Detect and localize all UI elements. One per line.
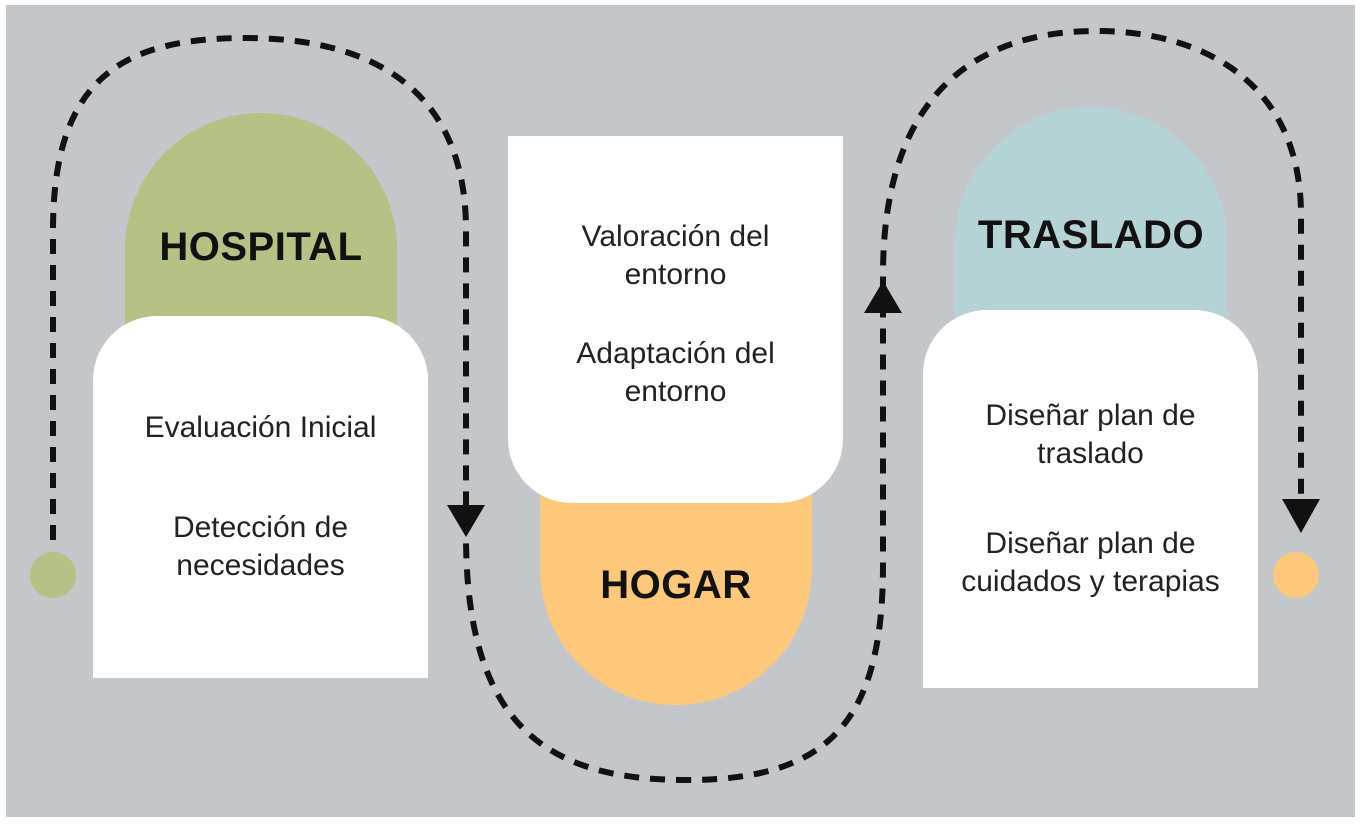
hogar-card: Valoración del entorno Adaptación del en… (508, 136, 843, 503)
arrow-down-icon (1282, 499, 1320, 533)
hogar-item-1: Valoración del entorno (581, 219, 770, 291)
end-marker (1273, 552, 1319, 598)
start-marker (30, 552, 76, 598)
traslado-item-1: Diseñar plan de traslado (985, 399, 1196, 471)
flow-line (50, 27, 1304, 784)
flow-path (30, 27, 1320, 784)
hogar-title: HOGAR (600, 563, 752, 607)
traslado-title: TRASLADO (977, 213, 1205, 257)
hogar-item-2: Adaptación del entorno (576, 337, 775, 409)
traslado-card: Diseñar plan de traslado Diseñar plan de… (923, 310, 1258, 688)
hospital-item-1: Evaluación Inicial (144, 410, 377, 444)
hospital-item-2: Detección de necesidades (172, 511, 349, 583)
arrow-down-icon (447, 505, 485, 537)
arrow-up-icon (864, 281, 902, 313)
hospital-title: HOSPITAL (159, 225, 363, 269)
hospital-cap: HOSPITAL (125, 113, 397, 348)
traslado-cap: TRASLADO (955, 107, 1227, 342)
diagram-canvas: HOSPITAL Evaluación Inicial Detección de… (6, 5, 1355, 817)
hospital-card: Evaluación Inicial Detección de necesida… (93, 316, 428, 678)
traslado-item-2: Diseñar plan de cuidados y terapias (961, 526, 1220, 598)
